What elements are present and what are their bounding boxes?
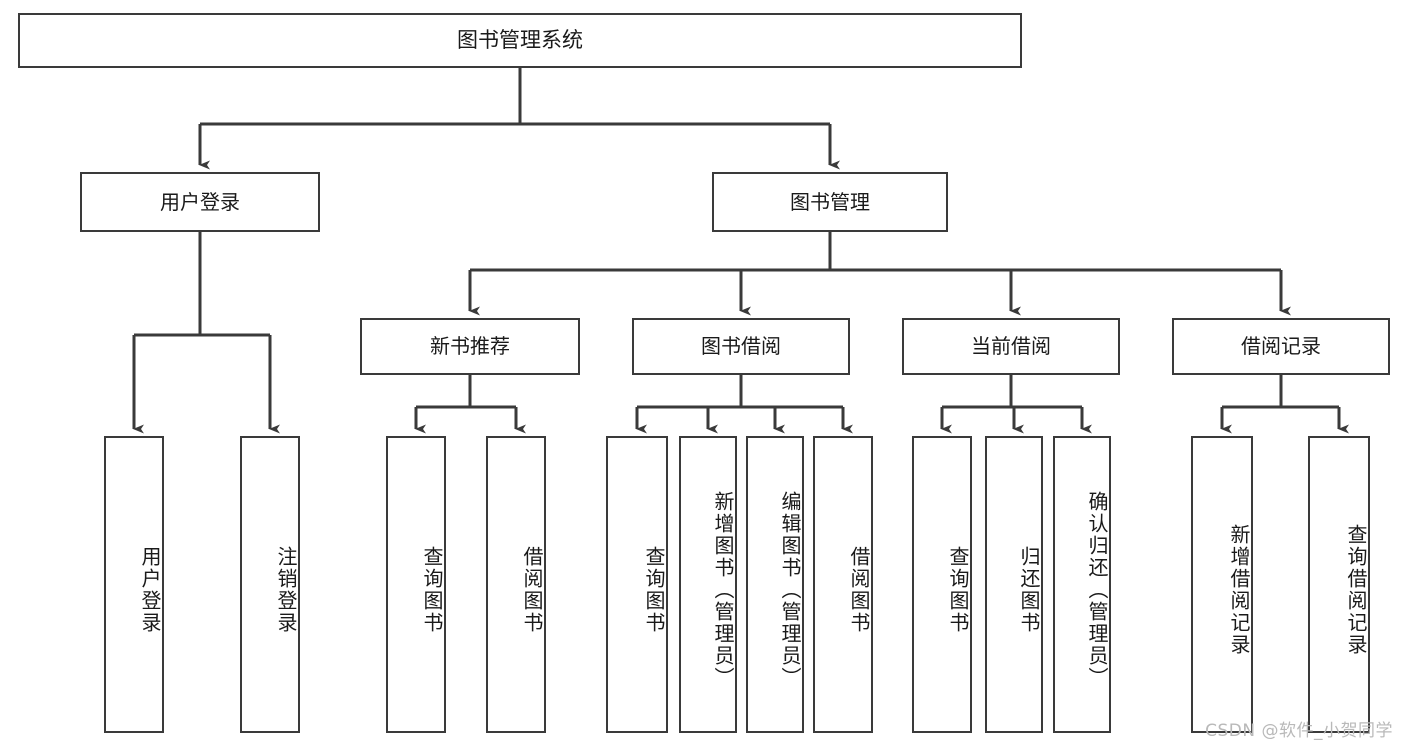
node-root-label: 图书管理系统	[457, 28, 583, 53]
node-leaf-return-book[interactable]: 归还图书	[985, 436, 1043, 733]
node-leaf-query-book-current[interactable]: 查询图书	[912, 436, 972, 733]
node-leaf-query-borrow-record-label: 查询借阅记录	[1344, 523, 1368, 656]
node-current-borrow[interactable]: 当前借阅	[902, 318, 1120, 375]
csdn-watermark: CSDN @软件_小贺同学	[1205, 721, 1393, 741]
node-leaf-edit-book-admin[interactable]: 编辑图书（管理员）	[746, 436, 804, 733]
node-leaf-logout-label: 注销登录	[274, 545, 298, 634]
node-current-borrow-label: 当前借阅	[971, 334, 1051, 358]
node-book-borrow-label: 图书借阅	[701, 334, 781, 358]
node-leaf-query-book-borrow[interactable]: 查询图书	[606, 436, 668, 733]
node-leaf-borrow-book-label: 借阅图书	[847, 545, 871, 634]
node-user-login-label: 用户登录	[160, 189, 240, 214]
node-leaf-confirm-return-admin-label: 确认归还（管理员）	[1085, 490, 1109, 689]
node-leaf-borrow-book-recommend-label: 借阅图书	[520, 545, 544, 634]
node-leaf-add-borrow-record-label: 新增借阅记录	[1227, 523, 1251, 656]
node-leaf-logout[interactable]: 注销登录	[240, 436, 300, 733]
node-leaf-query-book-recommend[interactable]: 查询图书	[386, 436, 446, 733]
node-leaf-add-book-admin-label: 新增图书（管理员）	[711, 490, 735, 689]
node-new-book-recommend[interactable]: 新书推荐	[360, 318, 580, 375]
node-leaf-query-book-recommend-label: 查询图书	[420, 545, 444, 634]
node-leaf-query-book-borrow-label: 查询图书	[642, 545, 666, 634]
node-leaf-edit-book-admin-label: 编辑图书（管理员）	[778, 490, 802, 689]
node-book-manage-label: 图书管理	[790, 189, 870, 214]
node-book-manage[interactable]: 图书管理	[712, 172, 948, 232]
node-leaf-user-login[interactable]: 用户登录	[104, 436, 164, 733]
node-borrow-record[interactable]: 借阅记录	[1172, 318, 1390, 375]
node-leaf-user-login-label: 用户登录	[138, 545, 162, 634]
node-leaf-query-borrow-record[interactable]: 查询借阅记录	[1308, 436, 1370, 733]
node-leaf-add-book-admin[interactable]: 新增图书（管理员）	[679, 436, 737, 733]
node-root[interactable]: 图书管理系统	[18, 13, 1022, 68]
node-book-borrow[interactable]: 图书借阅	[632, 318, 850, 375]
node-leaf-query-book-current-label: 查询图书	[946, 545, 970, 634]
node-leaf-add-borrow-record[interactable]: 新增借阅记录	[1191, 436, 1253, 733]
node-user-login[interactable]: 用户登录	[80, 172, 320, 232]
node-borrow-record-label: 借阅记录	[1241, 334, 1321, 358]
node-leaf-return-book-label: 归还图书	[1017, 545, 1041, 634]
node-new-book-recommend-label: 新书推荐	[430, 334, 510, 358]
node-leaf-confirm-return-admin[interactable]: 确认归还（管理员）	[1053, 436, 1111, 733]
node-leaf-borrow-book[interactable]: 借阅图书	[813, 436, 873, 733]
node-leaf-borrow-book-recommend[interactable]: 借阅图书	[486, 436, 546, 733]
